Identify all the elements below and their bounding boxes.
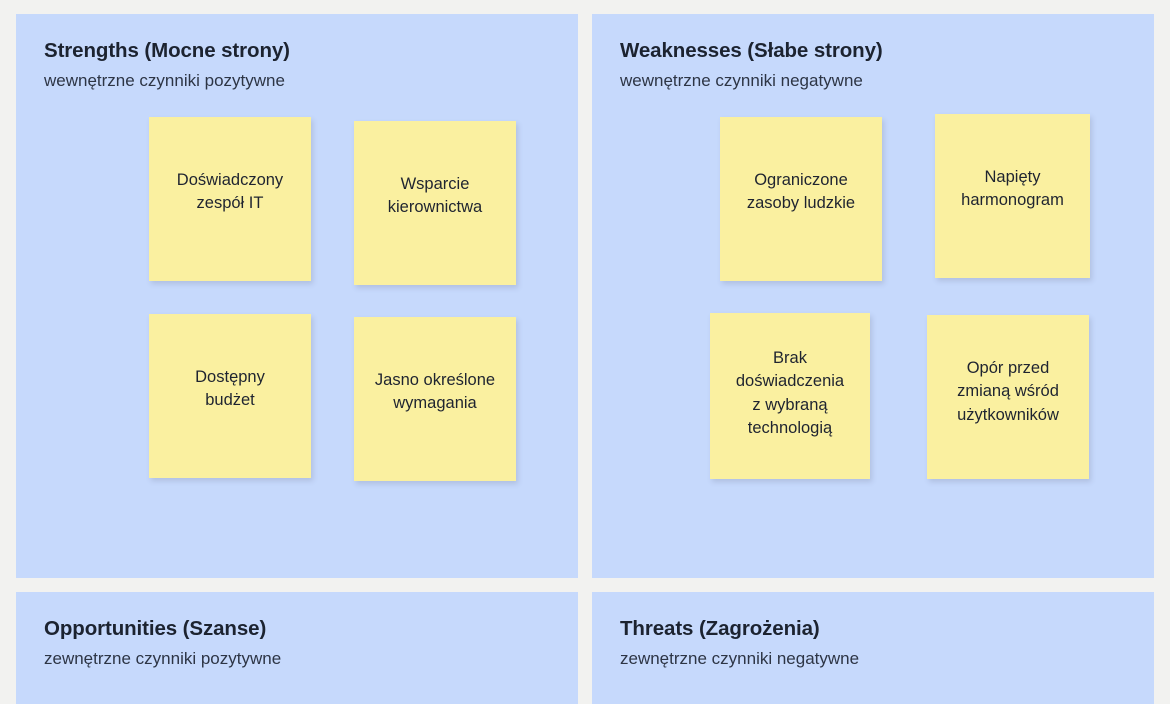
sticky-note-text: Dostępny budżet: [195, 367, 265, 410]
strengths-notes-area: Doświadczony zespół IT Wsparcie kierowni…: [44, 114, 550, 514]
quadrant-weaknesses-title: Weaknesses (Słabe strony): [620, 39, 883, 62]
quadrant-threats: Threats (Zagrożenia) zewnętrzne czynniki…: [592, 592, 1154, 704]
sticky-note-text: Brak doświadczenia z wybraną technologią: [735, 348, 845, 437]
sticky-note-text: Jasno określone wymagania: [374, 370, 496, 413]
sticky-note-text: Ograniczone zasoby ludzkie: [746, 170, 856, 213]
quadrant-strengths-subtitle: wewnętrzne czynniki pozytywne: [44, 70, 285, 90]
sticky-note[interactable]: Wsparcie kierownictwa: [354, 120, 516, 285]
sticky-note-text: Opór przed zmianą wśród użytkowników: [957, 358, 1059, 424]
quadrant-strengths: Strengths (Mocne strony) wewnętrzne czyn…: [16, 14, 578, 578]
sticky-note-text: Napięty harmonogram: [961, 167, 1064, 210]
quadrant-threats-subtitle: zewnętrzne czynniki negatywne: [620, 648, 860, 668]
sticky-note-text: Wsparcie kierownictwa: [387, 174, 483, 217]
sticky-note[interactable]: Dostępny budżet: [149, 313, 311, 478]
quadrant-opportunities-subtitle: zewnętrzne czynniki pozytywne: [44, 648, 282, 668]
sticky-note[interactable]: Ograniczone zasoby ludzkie: [720, 116, 882, 281]
sticky-note[interactable]: Napięty harmonogram: [935, 113, 1090, 278]
quadrant-weaknesses: Weaknesses (Słabe strony) wewnętrzne czy…: [592, 14, 1154, 578]
quadrant-strengths-title: Strengths (Mocne strony): [44, 39, 290, 62]
quadrant-opportunities-title: Opportunities (Szanse): [44, 617, 267, 640]
quadrant-opportunities: Opportunities (Szanse) zewnętrzne czynni…: [16, 592, 578, 704]
swot-board: Strengths (Mocne strony) wewnętrzne czyn…: [16, 14, 1154, 704]
quadrant-threats-title: Threats (Zagrożenia): [620, 617, 820, 640]
sticky-note-text: Doświadczony zespół IT: [176, 170, 284, 213]
sticky-note[interactable]: Brak doświadczenia z wybraną technologią: [710, 312, 870, 479]
quadrant-weaknesses-subtitle: wewnętrzne czynniki negatywne: [620, 70, 863, 90]
sticky-note[interactable]: Opór przed zmianą wśród użytkowników: [927, 314, 1089, 479]
sticky-note[interactable]: Jasno określone wymagania: [354, 316, 516, 481]
sticky-note[interactable]: Doświadczony zespół IT: [149, 116, 311, 281]
weaknesses-notes-area: Ograniczone zasoby ludzkie Napięty harmo…: [620, 113, 1126, 514]
